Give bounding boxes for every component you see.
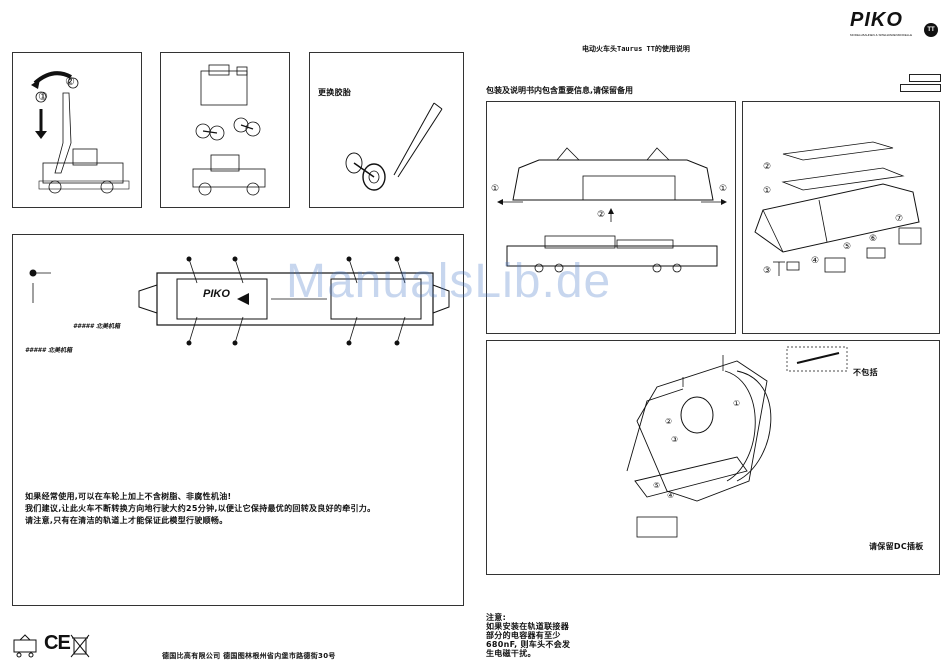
age-warning-icon bbox=[13, 634, 37, 658]
bogie-removal-illustration bbox=[31, 71, 130, 194]
panel-dc-plug: 不包括 请保留DC插板 ① ② ③ ④ ⑤ bbox=[486, 340, 940, 575]
tyre-title: 更换胶胎 bbox=[318, 88, 352, 97]
panel-exploded-body: ② ① ③ ④ ⑤ ⑥ ⑦ bbox=[742, 101, 940, 334]
panel-main-chassis: PIKO ##### 北美机箱 ##### 北美机箱 如果经常使用,可以在车轮上… bbox=[12, 234, 464, 606]
notice-line-4: 生电磁干扰。 bbox=[486, 649, 536, 658]
exploded-marker-6: ⑥ bbox=[869, 234, 878, 244]
oil-note-2: 我们建议,让此火车不断转换方向地行驶大约25分钟,以便让它保持最优的回转及良好的… bbox=[25, 504, 376, 513]
caption-b: ##### 北美机箱 bbox=[25, 347, 72, 354]
not-included-label: 不包括 bbox=[853, 368, 878, 377]
exploded-marker-4: ④ bbox=[811, 256, 820, 266]
dc-marker-5: ⑤ bbox=[653, 481, 661, 490]
loco-piko-badge: PIKO bbox=[203, 288, 230, 300]
exploded-body-illustration bbox=[754, 141, 922, 276]
exploded-marker-5: ⑤ bbox=[843, 242, 852, 252]
dc-marker-4: ④ bbox=[667, 491, 675, 500]
footer-company: 德国比高有限公司 德国图林根州省内堡市路德街30号 bbox=[162, 652, 336, 660]
chassis-top-view bbox=[138, 256, 450, 346]
oil-note-1: 如果经常使用,可以在车轮上加上不含树脂、非腐性机油! bbox=[25, 492, 232, 501]
box-mark-2 bbox=[900, 84, 941, 92]
body-marker-1-right: ① bbox=[719, 184, 728, 194]
exploded-marker-2: ② bbox=[763, 162, 772, 172]
body-marker-2: ② bbox=[597, 210, 606, 220]
panel-tyre-replacement: 更换胶胎 bbox=[309, 52, 464, 208]
tweezers-wheel-illustration bbox=[345, 102, 443, 191]
step-marker-2: ② bbox=[65, 75, 75, 88]
exploded-marker-3: ③ bbox=[763, 266, 772, 276]
dc-marker-1: ① bbox=[733, 399, 741, 408]
ce-mark: CE bbox=[44, 632, 71, 654]
box-mark-1 bbox=[909, 74, 941, 82]
panel-body-removal: ① ② ① bbox=[486, 101, 736, 334]
wheelsets-illustration bbox=[192, 64, 266, 196]
pin-icon bbox=[29, 269, 51, 303]
logo-text: PIKO bbox=[850, 9, 903, 31]
keep-dc-plug-label: 请保留DC插板 bbox=[869, 542, 924, 551]
weee-bin-icon bbox=[70, 634, 90, 658]
keep-note: 包装及说明书内包含重要信息,请保留备用 bbox=[486, 86, 634, 95]
exploded-marker-1: ① bbox=[763, 186, 772, 196]
document-title: 电动火车头Taurus TT的使用说明 bbox=[582, 45, 690, 53]
watermark: ManualsLib.de bbox=[286, 255, 612, 308]
step-marker-1: ① bbox=[38, 90, 48, 103]
caption-a: ##### 北美机箱 bbox=[73, 323, 120, 330]
exploded-marker-7: ⑦ bbox=[895, 214, 904, 224]
oil-note-3: 请注意,只有在清洁的轨道上才能保证此模型行驶顺畅。 bbox=[25, 516, 228, 525]
body-removal-illustration bbox=[497, 147, 727, 273]
notice-line-3: 680nF, 则车头不会发 bbox=[486, 640, 571, 649]
logo-tt-badge: TT bbox=[924, 23, 938, 37]
notice-title: 注意: bbox=[486, 613, 507, 622]
dc-marker-3: ③ bbox=[671, 435, 679, 444]
piko-logo: PIKO TT MODELLBAHNEN & SPIELWARENMODELLE bbox=[850, 9, 940, 39]
notice-line-1: 如果安装在轨道联接器 bbox=[486, 622, 569, 631]
panel-bogie-removal: ① ② bbox=[12, 52, 142, 208]
notice-line-2: 部分的电容器有至少 bbox=[486, 631, 561, 640]
panel-wheelsets bbox=[160, 52, 290, 208]
dc-marker-2: ② bbox=[665, 417, 673, 426]
logo-tagline: MODELLBAHNEN & SPIELWARENMODELLE bbox=[850, 33, 913, 37]
body-marker-1-left: ① bbox=[491, 184, 500, 194]
dc-plug-illustration bbox=[626, 346, 848, 538]
